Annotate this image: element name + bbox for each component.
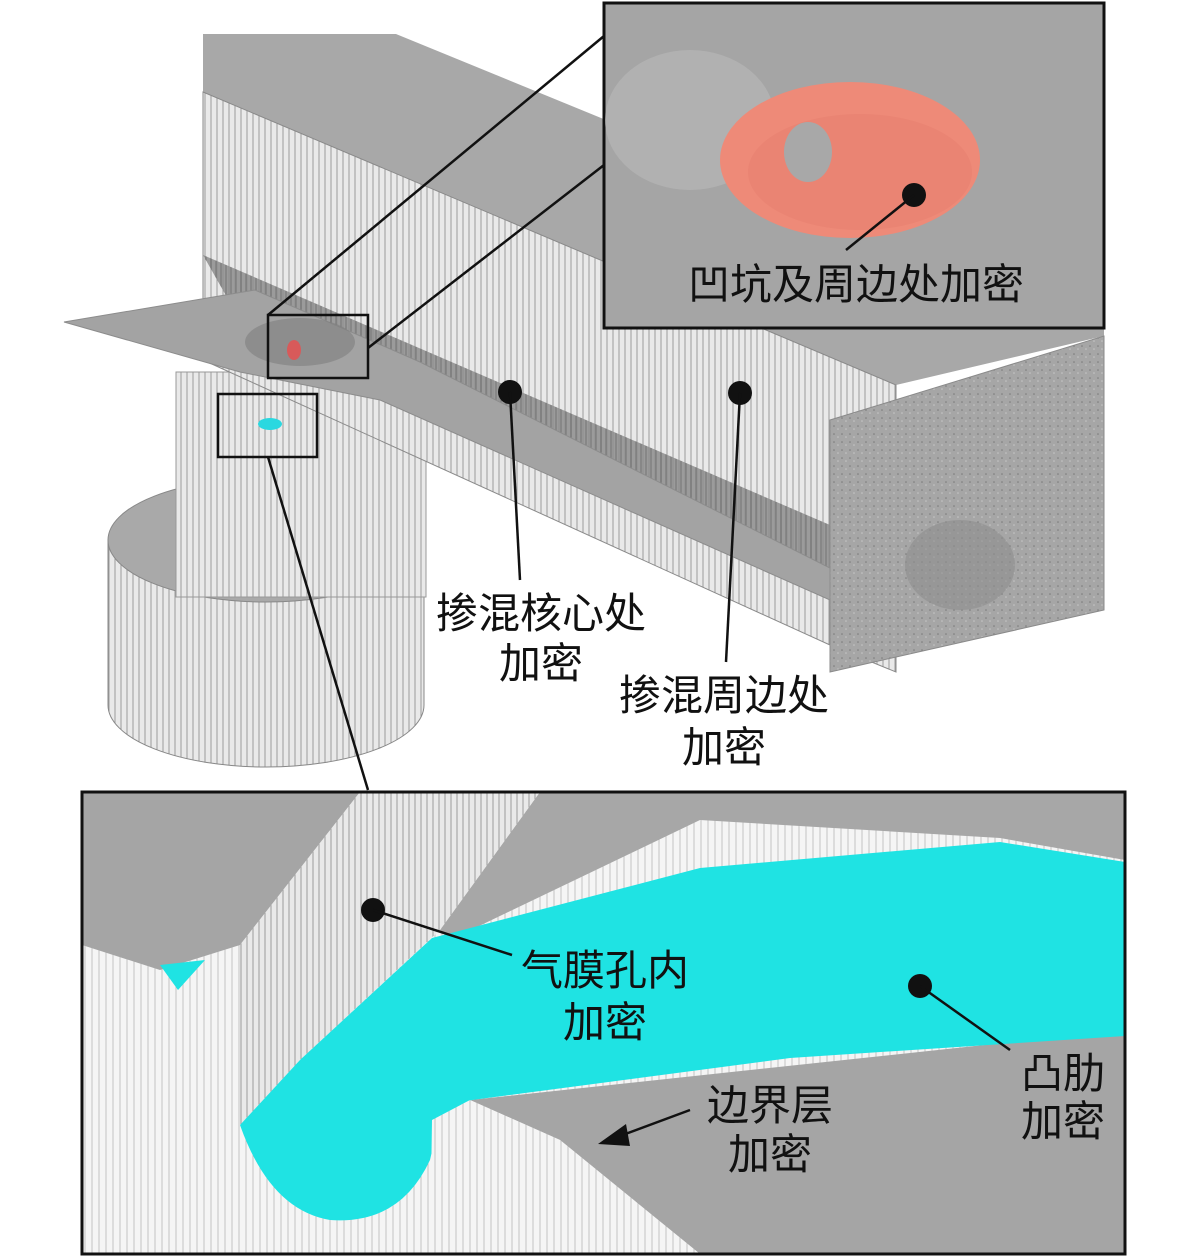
bl-leader	[619, 1108, 691, 1138]
rib-small-patch	[160, 960, 205, 990]
mix-core-leader	[508, 391, 522, 581]
hole-wall	[240, 792, 540, 1125]
pit-refine-label: 凹坑及周边处加密	[688, 260, 1024, 309]
rib-refine-region	[240, 842, 1125, 1221]
mix-core-label-2: 加密	[499, 639, 583, 688]
mix-edge-label-2: 加密	[682, 723, 766, 772]
pit-label-leader	[845, 194, 915, 251]
rib-leader	[919, 984, 1011, 1052]
rib-label-1: 凸肋	[1021, 1049, 1105, 1098]
hole-label-2: 加密	[563, 998, 647, 1047]
hole-label-1: 气膜孔内	[521, 946, 689, 995]
bl-label-2: 加密	[728, 1130, 812, 1179]
hole-outlet-wall	[430, 1100, 700, 1254]
rib-label-2: 加密	[1021, 1097, 1105, 1146]
rib-zoom-box	[216, 392, 319, 459]
mix-edge-leader	[724, 392, 742, 663]
pit-dark-region	[245, 318, 355, 366]
pit-connector-1	[267, 35, 605, 316]
bl-label-1: 边界层	[707, 1081, 833, 1130]
rib-marker-small	[258, 418, 282, 430]
pit-inset: 凹坑及周边处加密	[602, 1, 1106, 330]
mix-edge-label-1: 掺混周边处	[619, 671, 829, 720]
bl-arrowhead	[598, 1124, 630, 1146]
pit-hole	[784, 122, 832, 182]
rib-connector	[266, 456, 370, 791]
upper-surface	[440, 792, 1125, 940]
pit-marker-small	[287, 340, 301, 360]
lower-surface	[470, 1030, 1125, 1254]
end-face-shade	[905, 520, 1015, 610]
hole-leader	[372, 908, 513, 957]
plate-top-surface	[82, 792, 360, 970]
mix-core-label-1: 掺混核心处	[436, 589, 646, 638]
pit-connector-2	[367, 164, 605, 349]
rib-inset: 气膜孔内 加密 凸肋 加密 边界层 加密	[80, 790, 1127, 1256]
